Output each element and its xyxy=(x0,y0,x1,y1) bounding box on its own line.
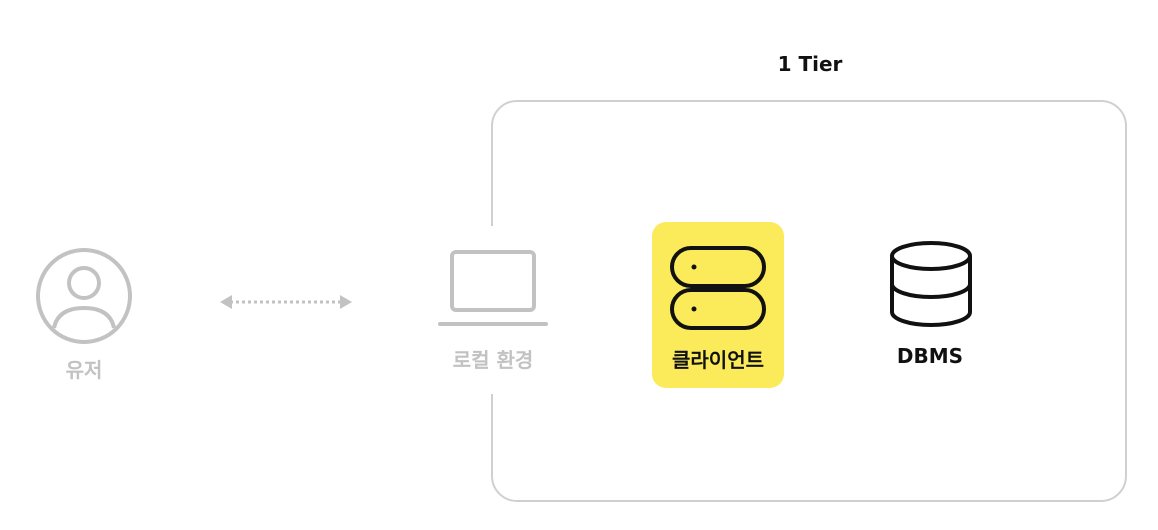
dbms-label: DBMS xyxy=(896,344,964,368)
server-icon xyxy=(668,244,768,338)
local-environment-label: 로컬 환경 xyxy=(452,348,534,372)
user-icon xyxy=(34,246,134,350)
database-icon xyxy=(884,238,978,336)
tier-title: 1 Tier xyxy=(777,52,843,76)
tier-boundary xyxy=(491,100,1127,502)
client-label: 클라이언트 xyxy=(672,348,764,372)
bidirectional-arrow-icon xyxy=(216,292,356,316)
user-label: 유저 xyxy=(65,358,103,382)
laptop-icon xyxy=(436,246,550,334)
